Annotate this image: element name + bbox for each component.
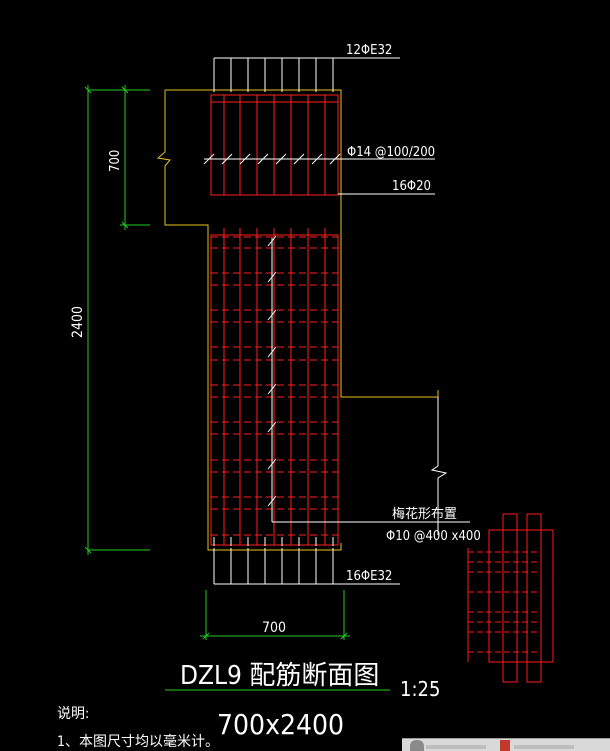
drawing-title: DZL9 配筋断面图 — [180, 661, 379, 691]
tie-layout-detail — [467, 513, 554, 683]
taskbar-item-label-2 — [514, 745, 574, 749]
note-line-1: 1、本图尺寸均以毫米计。 — [57, 733, 219, 750]
scale-label: 1:25 — [400, 677, 440, 701]
concrete-outline-left — [156, 90, 342, 551]
taskbar-item-label — [426, 745, 486, 749]
dim-2400: 2400 — [70, 306, 86, 338]
horizontal-ties — [211, 236, 338, 536]
dimension-lines — [84, 85, 390, 691]
upper-stirrup-ticks — [203, 153, 435, 165]
mid-bars-label: 16Φ20 — [392, 179, 431, 194]
bottom-bars-label: 16ΦE32 — [346, 569, 392, 584]
note-heading: 说明: — [57, 706, 89, 722]
dim-700-left: 700 — [108, 150, 123, 172]
break-line-right — [430, 397, 448, 535]
app-icon-red[interactable] — [500, 740, 510, 751]
stirrup-label: Φ14 @100/200 — [347, 145, 435, 160]
size-label: 700x2400 — [217, 708, 344, 741]
taskbar — [402, 738, 610, 751]
plum-layout-label: 梅花形布置 — [392, 506, 457, 522]
concrete-outline — [165, 89, 439, 398]
dim-700-bottom: 700 — [262, 620, 286, 636]
main-rebar-cage — [210, 228, 339, 546]
main-stirrup-ticks — [213, 193, 470, 546]
top-bars-label: 12ΦE32 — [346, 43, 392, 58]
app-icon[interactable] — [410, 740, 424, 751]
upper-rebar-cage — [210, 94, 339, 196]
tie-bars-label: Φ10 @400 x400 — [386, 529, 481, 544]
bar-extension-lines — [213, 57, 400, 585]
